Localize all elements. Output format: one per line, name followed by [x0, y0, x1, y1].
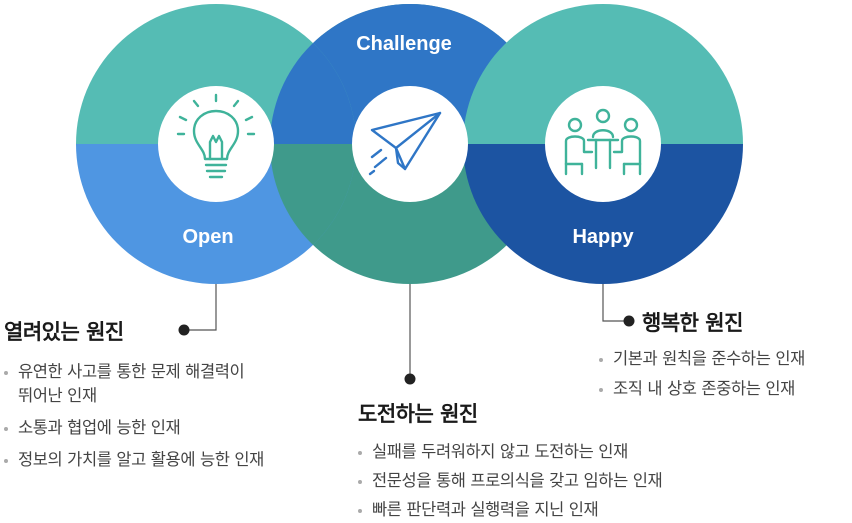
list-item: 실패를 두려워하지 않고 도전하는 인재: [356, 440, 662, 464]
open-list-more: 소통과 협업에 능한 인재 정보의 가치를 알고 활용에 능한 인재: [2, 416, 264, 472]
lightbulb-icon: [176, 93, 256, 179]
paper-plane-icon: [368, 111, 442, 176]
open-title: 열려있는 원진: [4, 320, 124, 344]
happy-connector-dot: [623, 315, 635, 327]
list-item-continued: 뛰어난 인재: [18, 386, 97, 405]
list-item: 빠른 판단력과 실행력을 지닌 인재: [356, 498, 662, 522]
open-connector: [188, 284, 217, 331]
challenge-title: 도전하는 원진: [358, 402, 478, 426]
challenge-icon-disc: [352, 86, 468, 202]
team-meeting-icon: [564, 108, 642, 176]
list-item: 조직 내 상호 존중하는 인재: [597, 377, 805, 401]
challenge-label: Challenge: [356, 33, 452, 55]
challenge-list: 실패를 두려워하지 않고 도전하는 인재 전문성을 통해 프로의식을 갖고 임하…: [356, 440, 663, 522]
open-icon-disc: [158, 86, 274, 202]
challenge-connector-dot: [404, 373, 416, 385]
open-list: 유연한 사고를 통한 문제 해결력이: [2, 360, 245, 384]
list-item: 소통과 협업에 능한 인재: [2, 416, 264, 440]
connectors: [188, 284, 628, 376]
list-item: 전문성을 통해 프로의식을 갖고 임하는 인재: [356, 469, 663, 493]
open-connector-dot: [178, 324, 190, 336]
list-item: 유연한 사고를 통한 문제 해결력이: [2, 360, 245, 384]
list-item: 기본과 원칙을 준수하는 인재: [597, 347, 805, 371]
happy-list: 기본과 원칙을 준수하는 인재 조직 내 상호 존중하는 인재: [597, 347, 805, 401]
list-item: 정보의 가치를 알고 활용에 능한 인재: [2, 448, 264, 472]
happy-label: Happy: [572, 226, 634, 248]
happy-title: 행복한 원진: [642, 311, 743, 335]
open-label: Open: [182, 226, 234, 248]
happy-icon-disc: [545, 86, 661, 202]
happy-connector: [602, 284, 628, 322]
